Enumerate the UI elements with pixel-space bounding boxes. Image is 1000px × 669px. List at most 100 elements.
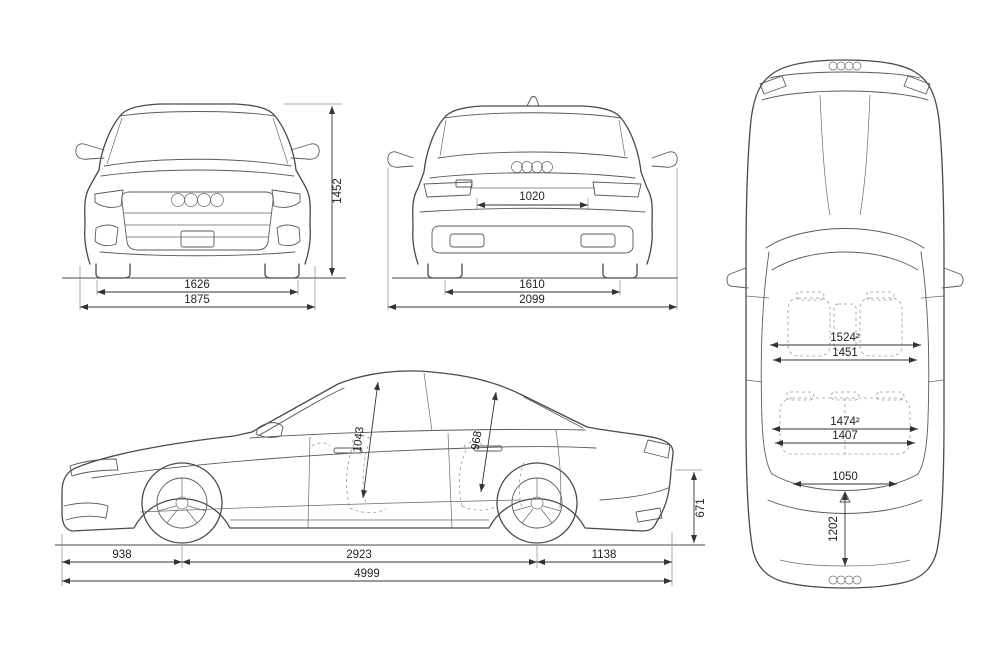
left-taillight (423, 181, 473, 198)
rear-view: 1020 1610 2099 (387, 96, 678, 310)
audi-rings-icon (171, 193, 224, 207)
dim-luggage-width: 1020 (476, 191, 589, 210)
dim-front-shoulder: 1524² (770, 332, 921, 348)
bumper-line (99, 251, 296, 257)
dim-label-width-incl-mirrors: 2099 (519, 294, 545, 306)
audi-rings-icon (511, 161, 553, 173)
side-body-outline (61, 370, 674, 532)
dim-label-front-elbow: 1451 (832, 347, 858, 359)
b-pillar (423, 372, 433, 432)
right-taillight (592, 181, 642, 198)
dim-front-track: 1626 (96, 279, 299, 295)
left-exhaust (449, 233, 485, 248)
door-cut-lines (307, 429, 562, 529)
rear-window-line (523, 396, 584, 429)
rear-roof-edge (443, 112, 622, 119)
c-pillars (439, 119, 626, 157)
front-view: 1452 1626 1875 (62, 103, 346, 310)
dim-rear-elbow: 1407 (775, 430, 915, 446)
dim-loading-sill-height: 671 (675, 469, 707, 543)
hood-cut-line (761, 90, 929, 101)
rear-wheel (496, 462, 578, 544)
side-view: 1043 968 671 938 2923 1138 4999 (55, 370, 707, 586)
dim-label-rear-headroom: 968 (470, 430, 485, 451)
dim-rear-cabin-width: 1050 (793, 471, 897, 487)
dim-label-rear-elbow: 1407 (832, 430, 858, 442)
dim-rear-track: 1610 (444, 279, 621, 295)
character-line (91, 446, 597, 479)
left-mirror (387, 151, 414, 168)
hood-crease (100, 169, 295, 177)
front-windshield-base (103, 158, 292, 167)
dim-body-width: 1875 (79, 266, 316, 310)
dim-label-front-track: 1626 (184, 279, 210, 291)
headlight (69, 458, 119, 477)
dim-label-overall-height: 1452 (332, 178, 344, 204)
left-headlight-top (759, 75, 787, 95)
rear-window-base (437, 151, 628, 159)
hood-creases (819, 94, 871, 216)
bumper-top-line (419, 207, 646, 213)
left-mirror (75, 143, 105, 160)
dim-label-front-overhang: 938 (112, 549, 131, 561)
dim-label-luggage-length: 1202 (828, 516, 840, 542)
lower-crease (139, 499, 521, 513)
right-intake (276, 224, 301, 247)
rear-body-outline (412, 105, 653, 265)
front-intake (63, 502, 109, 521)
dim-label-luggage-width: 1020 (519, 191, 545, 203)
top-view: 1524² 1451 1474² 1407 1050 1202 (726, 59, 964, 589)
dim-label-front-headroom: 1043 (352, 426, 367, 453)
rear-window-edge (771, 473, 919, 491)
dim-label-rear-track: 1610 (519, 279, 545, 291)
front-right-wheel (264, 263, 300, 279)
right-headlight (271, 189, 301, 208)
dim-label-loading-sill-height: 671 (695, 498, 707, 517)
roof-left-edge (760, 251, 773, 475)
front-left-wheel (95, 263, 131, 279)
beltline (249, 429, 586, 439)
right-mirror (290, 143, 320, 160)
front-roof-edge (119, 111, 276, 117)
roof-antenna (526, 96, 540, 107)
dim-label-front-shoulder: 1524² (830, 332, 860, 344)
audi-rings-icon-rear (828, 575, 862, 585)
right-mirror-top (941, 267, 964, 289)
right-exhaust (580, 233, 616, 248)
left-headlight (94, 189, 124, 208)
rear-left-wheel (427, 263, 463, 279)
right-headlight-top (903, 75, 931, 95)
dim-label-rear-cabin-width: 1050 (832, 471, 858, 483)
windshield-top-edge (765, 228, 925, 249)
dim-front-elbow: 1451 (773, 347, 917, 363)
dim-front-headroom: 1043 (352, 381, 380, 499)
audi-rings-icon (828, 61, 862, 71)
trunk-lid-line (429, 172, 636, 179)
front-wheel (141, 462, 223, 544)
rear-bumper-line (599, 487, 669, 501)
side-mirror (255, 422, 284, 438)
dim-rear-shoulder: 1474² (772, 416, 918, 432)
top-body-outline (745, 59, 945, 589)
roof-front-edge (771, 251, 919, 271)
door-seams-top (745, 295, 945, 383)
interior-seats (311, 435, 525, 514)
taillight-side (643, 439, 671, 459)
diffuser (431, 225, 634, 254)
singleframe-grille (121, 191, 274, 251)
grille-slats (124, 212, 271, 238)
a-pillars (106, 117, 289, 165)
rear-diffuser-side (635, 507, 663, 523)
model-badge (455, 179, 473, 188)
windshield-glass-line (257, 387, 345, 437)
front-body-outline (84, 103, 311, 265)
dim-rear-headroom: 968 (470, 391, 498, 493)
roof-right-edge (917, 251, 930, 475)
dim-label-rear-shoulder: 1474² (830, 416, 860, 428)
dim-width-incl-mirrors: 2099 (387, 168, 678, 310)
dim-label-wheelbase: 2923 (346, 549, 372, 561)
right-mirror (651, 151, 678, 168)
dim-label-overall-length: 4999 (354, 568, 380, 580)
